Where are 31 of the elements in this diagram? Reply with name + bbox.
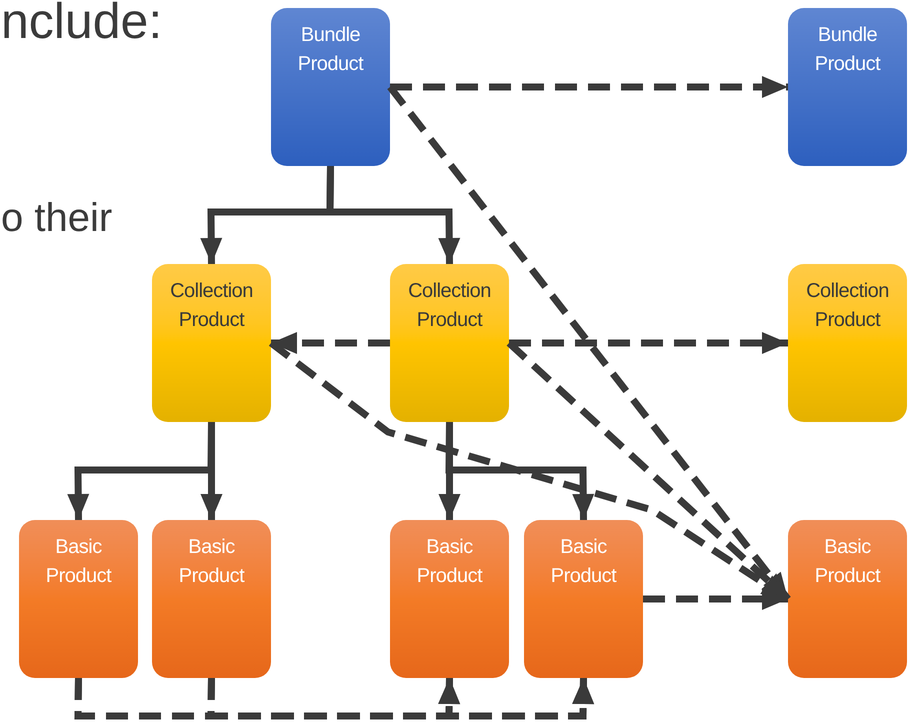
arrow bbox=[509, 332, 788, 354]
basic-box bbox=[390, 520, 509, 678]
node-label: Bundle Product bbox=[814, 23, 882, 77]
basic-box bbox=[524, 520, 643, 678]
arrow bbox=[445, 422, 594, 520]
node-label: Bundle Product bbox=[296, 23, 364, 77]
node-label: Basic Product bbox=[814, 535, 882, 589]
arrow bbox=[207, 678, 594, 720]
basic-box bbox=[152, 520, 271, 678]
node-label: Basic Product bbox=[178, 535, 246, 589]
arrow bbox=[643, 588, 788, 610]
node-label: Basic Product bbox=[550, 535, 618, 589]
bundle-box bbox=[788, 8, 907, 166]
basic-box bbox=[19, 520, 138, 678]
arrow bbox=[390, 76, 788, 98]
arrow bbox=[326, 166, 460, 264]
node-label: Basic Product bbox=[416, 535, 484, 589]
collection-box bbox=[152, 264, 271, 422]
arrow bbox=[200, 422, 222, 520]
node-label: Basic Product bbox=[44, 535, 112, 589]
arrow bbox=[271, 332, 390, 354]
slide-text: nclude: bbox=[1, 0, 162, 46]
collection-box bbox=[390, 264, 509, 422]
node-label: Collection Product bbox=[805, 279, 890, 333]
node-label: Collection Product bbox=[169, 279, 254, 333]
bundle-box bbox=[271, 8, 390, 166]
node-label: Collection Product bbox=[407, 279, 492, 333]
basic-box bbox=[788, 520, 907, 678]
slide-text: o their bbox=[1, 198, 112, 238]
arrow bbox=[387, 84, 791, 602]
collection-box bbox=[788, 264, 907, 422]
